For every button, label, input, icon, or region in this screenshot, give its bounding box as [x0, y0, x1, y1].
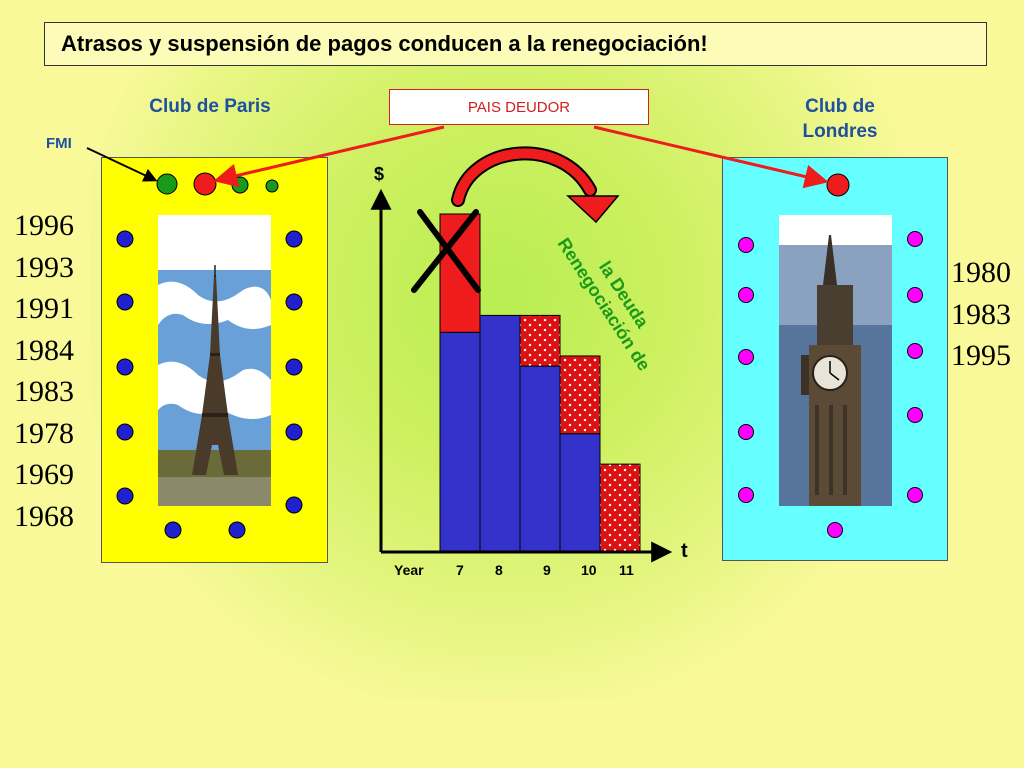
x-axis-label: t [681, 540, 688, 562]
bar-segment-9 [519, 365, 561, 553]
paris-creditor-dot [116, 293, 134, 311]
paris-year: 1984 [14, 333, 74, 367]
paris-creditor-dot [116, 358, 134, 376]
paris-creditor-dot [164, 521, 182, 539]
paris-small-green-dot [265, 179, 279, 193]
x-tick-label: 8 [495, 562, 503, 578]
bar-segment-10 [559, 355, 601, 435]
paris-years-list: 1996 1993 1991 1984 1983 1978 1969 1968 [14, 205, 74, 537]
london-red-dot [826, 173, 850, 197]
london-creditor-dot [907, 231, 923, 247]
y-axis-label: $ [374, 164, 384, 184]
london-creditor-dot [738, 487, 754, 503]
london-year: 1980 [951, 256, 1011, 289]
london-creditor-dot [907, 343, 923, 359]
london-creditor-dot [738, 349, 754, 365]
bar-segment-7 [439, 331, 481, 553]
bar-segment-11 [599, 463, 641, 553]
curved-arrow-outline [451, 146, 597, 207]
cross-out-line [411, 209, 479, 293]
paris-year: 1968 [14, 499, 74, 533]
paris-creditor-dot [285, 293, 303, 311]
club-londres-label: Club de Londres [760, 94, 920, 144]
paris-green-dot [231, 176, 249, 194]
x-tick-label: 10 [581, 562, 597, 578]
renegociacion-label: Renegociación de la Deuda [554, 234, 655, 374]
paris-creditor-dot [285, 423, 303, 441]
eiffel-tower-image [158, 215, 271, 506]
club-londres-line2: Londres [802, 121, 878, 142]
x-tick-label: 7 [456, 562, 464, 578]
london-creditor-dots [738, 231, 923, 538]
slide-title: Atrasos y suspensión de pagos conducen a… [44, 22, 987, 66]
pais-deudor-box: PAIS DEUDOR [389, 89, 649, 125]
london-year: 1983 [951, 297, 1011, 331]
london-creditor-dot [738, 287, 754, 303]
arrow-to-paris [213, 125, 445, 188]
paris-creditor-dot [116, 487, 134, 505]
london-creditor-dot [827, 522, 843, 538]
paris-creditor-dot [116, 423, 134, 441]
london-creditor-dot [738, 424, 754, 440]
london-year: 1995 [951, 339, 1011, 372]
london-creditor-dot [738, 237, 754, 253]
london-creditor-dot [907, 287, 923, 303]
cross-out-line [417, 209, 481, 293]
london-years-list: 1980 1983 1995 [951, 252, 1011, 377]
x-tick-labels: 7 8 9 10 11 [456, 562, 634, 578]
paris-year: 1996 [14, 209, 74, 242]
paris-creditor-dot [285, 230, 303, 248]
x-tick-label: 11 [619, 562, 634, 578]
paris-year: 1969 [14, 458, 74, 491]
x-axis-year-label: Year [394, 562, 424, 578]
paris-year: 1991 [14, 292, 74, 325]
london-creditor-dot [907, 487, 923, 503]
arrow-to-london [593, 125, 829, 189]
fmi-label: FMI [46, 135, 72, 152]
paris-creditor-dots [116, 230, 303, 539]
bar-segment-10 [559, 433, 601, 553]
fmi-dot [156, 173, 178, 195]
paris-creditor-dot [116, 230, 134, 248]
paris-year: 1983 [14, 375, 74, 408]
paris-year: 1993 [14, 250, 74, 284]
club-paris-label: Club de Paris [149, 96, 271, 117]
paris-creditor-dot [228, 521, 246, 539]
curved-arrow [453, 148, 595, 205]
bar-segment-9 [519, 314, 561, 367]
bar-segment-7 [439, 213, 481, 333]
club-londres-line1: Club de [805, 96, 875, 117]
pais-deudor-label: PAIS DEUDOR [467, 98, 571, 116]
paris-creditor-dot [285, 496, 303, 514]
paris-red-dot [193, 172, 217, 196]
fmi-pointer-arrow [86, 147, 158, 182]
paris-year: 1978 [14, 416, 74, 450]
club-paris-panel [101, 157, 328, 563]
debt-chart: $ t Year 7 8 9 10 11 Renegociación de la Deu… [370, 146, 688, 578]
paris-creditor-dot [285, 358, 303, 376]
x-tick-label: 9 [543, 562, 551, 578]
chart-bars [439, 213, 641, 553]
bar-segment-8 [479, 314, 521, 553]
curved-arrow-head [566, 195, 620, 224]
london-creditor-dot [907, 407, 923, 423]
big-ben-image [779, 215, 892, 506]
slide-title-text: Atrasos y suspensión de pagos conducen a… [61, 31, 708, 56]
